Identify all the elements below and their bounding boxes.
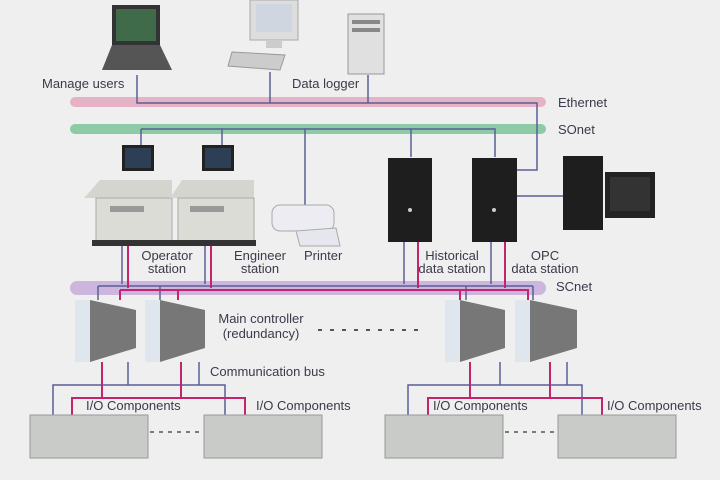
scnet-label: SCnet bbox=[556, 279, 593, 294]
controller-icon bbox=[75, 300, 136, 362]
ethernet-bus bbox=[70, 97, 546, 107]
main-controller-label: (redundancy) bbox=[223, 326, 300, 341]
opc-station-label: OPC bbox=[531, 248, 559, 263]
engineer-station-icon bbox=[170, 145, 256, 246]
scnet-bus bbox=[70, 281, 546, 295]
controller-icon bbox=[515, 300, 577, 362]
io-components-label: I/O Components bbox=[86, 398, 181, 413]
magenta-wires bbox=[71, 240, 603, 415]
desktop-computer-icon bbox=[227, 0, 299, 71]
opc-server-icon bbox=[472, 158, 517, 242]
io-rack-icon bbox=[384, 414, 504, 459]
engineer-station-label: station bbox=[241, 261, 279, 276]
workstation-icon bbox=[563, 156, 655, 230]
operator-station-label: Operator bbox=[141, 248, 193, 263]
controller-icon bbox=[445, 300, 505, 362]
io-rack-icon bbox=[29, 414, 149, 459]
printer-label: Printer bbox=[304, 248, 343, 263]
operator-station-icon bbox=[84, 145, 174, 246]
io-rack-icon bbox=[203, 414, 323, 459]
io-components-label: I/O Components bbox=[433, 398, 528, 413]
engineer-station-label: Engineer bbox=[234, 248, 287, 263]
historical-station-label: data station bbox=[418, 261, 485, 276]
io-components-label: I/O Components bbox=[607, 398, 702, 413]
main-controller-label: Main controller bbox=[218, 311, 304, 326]
sonet-label: SOnet bbox=[558, 122, 595, 137]
laptop-icon bbox=[102, 5, 172, 70]
manage-users-label: Manage users bbox=[42, 76, 125, 91]
io-rack-icon bbox=[557, 414, 677, 459]
printer-icon bbox=[271, 204, 341, 247]
historical-server-icon bbox=[388, 158, 432, 242]
operator-station-label: station bbox=[148, 261, 186, 276]
io-racks bbox=[29, 414, 677, 459]
ethernet-label: Ethernet bbox=[558, 95, 608, 110]
communication-bus-label: Communication bus bbox=[210, 364, 325, 379]
blue-wires bbox=[52, 72, 583, 415]
controller-icon bbox=[145, 300, 205, 362]
opc-station-label: data station bbox=[511, 261, 578, 276]
io-components-label: I/O Components bbox=[256, 398, 351, 413]
data-logger-label: Data logger bbox=[292, 76, 360, 91]
server-tower-icon bbox=[347, 13, 385, 75]
historical-station-label: Historical bbox=[425, 248, 479, 263]
